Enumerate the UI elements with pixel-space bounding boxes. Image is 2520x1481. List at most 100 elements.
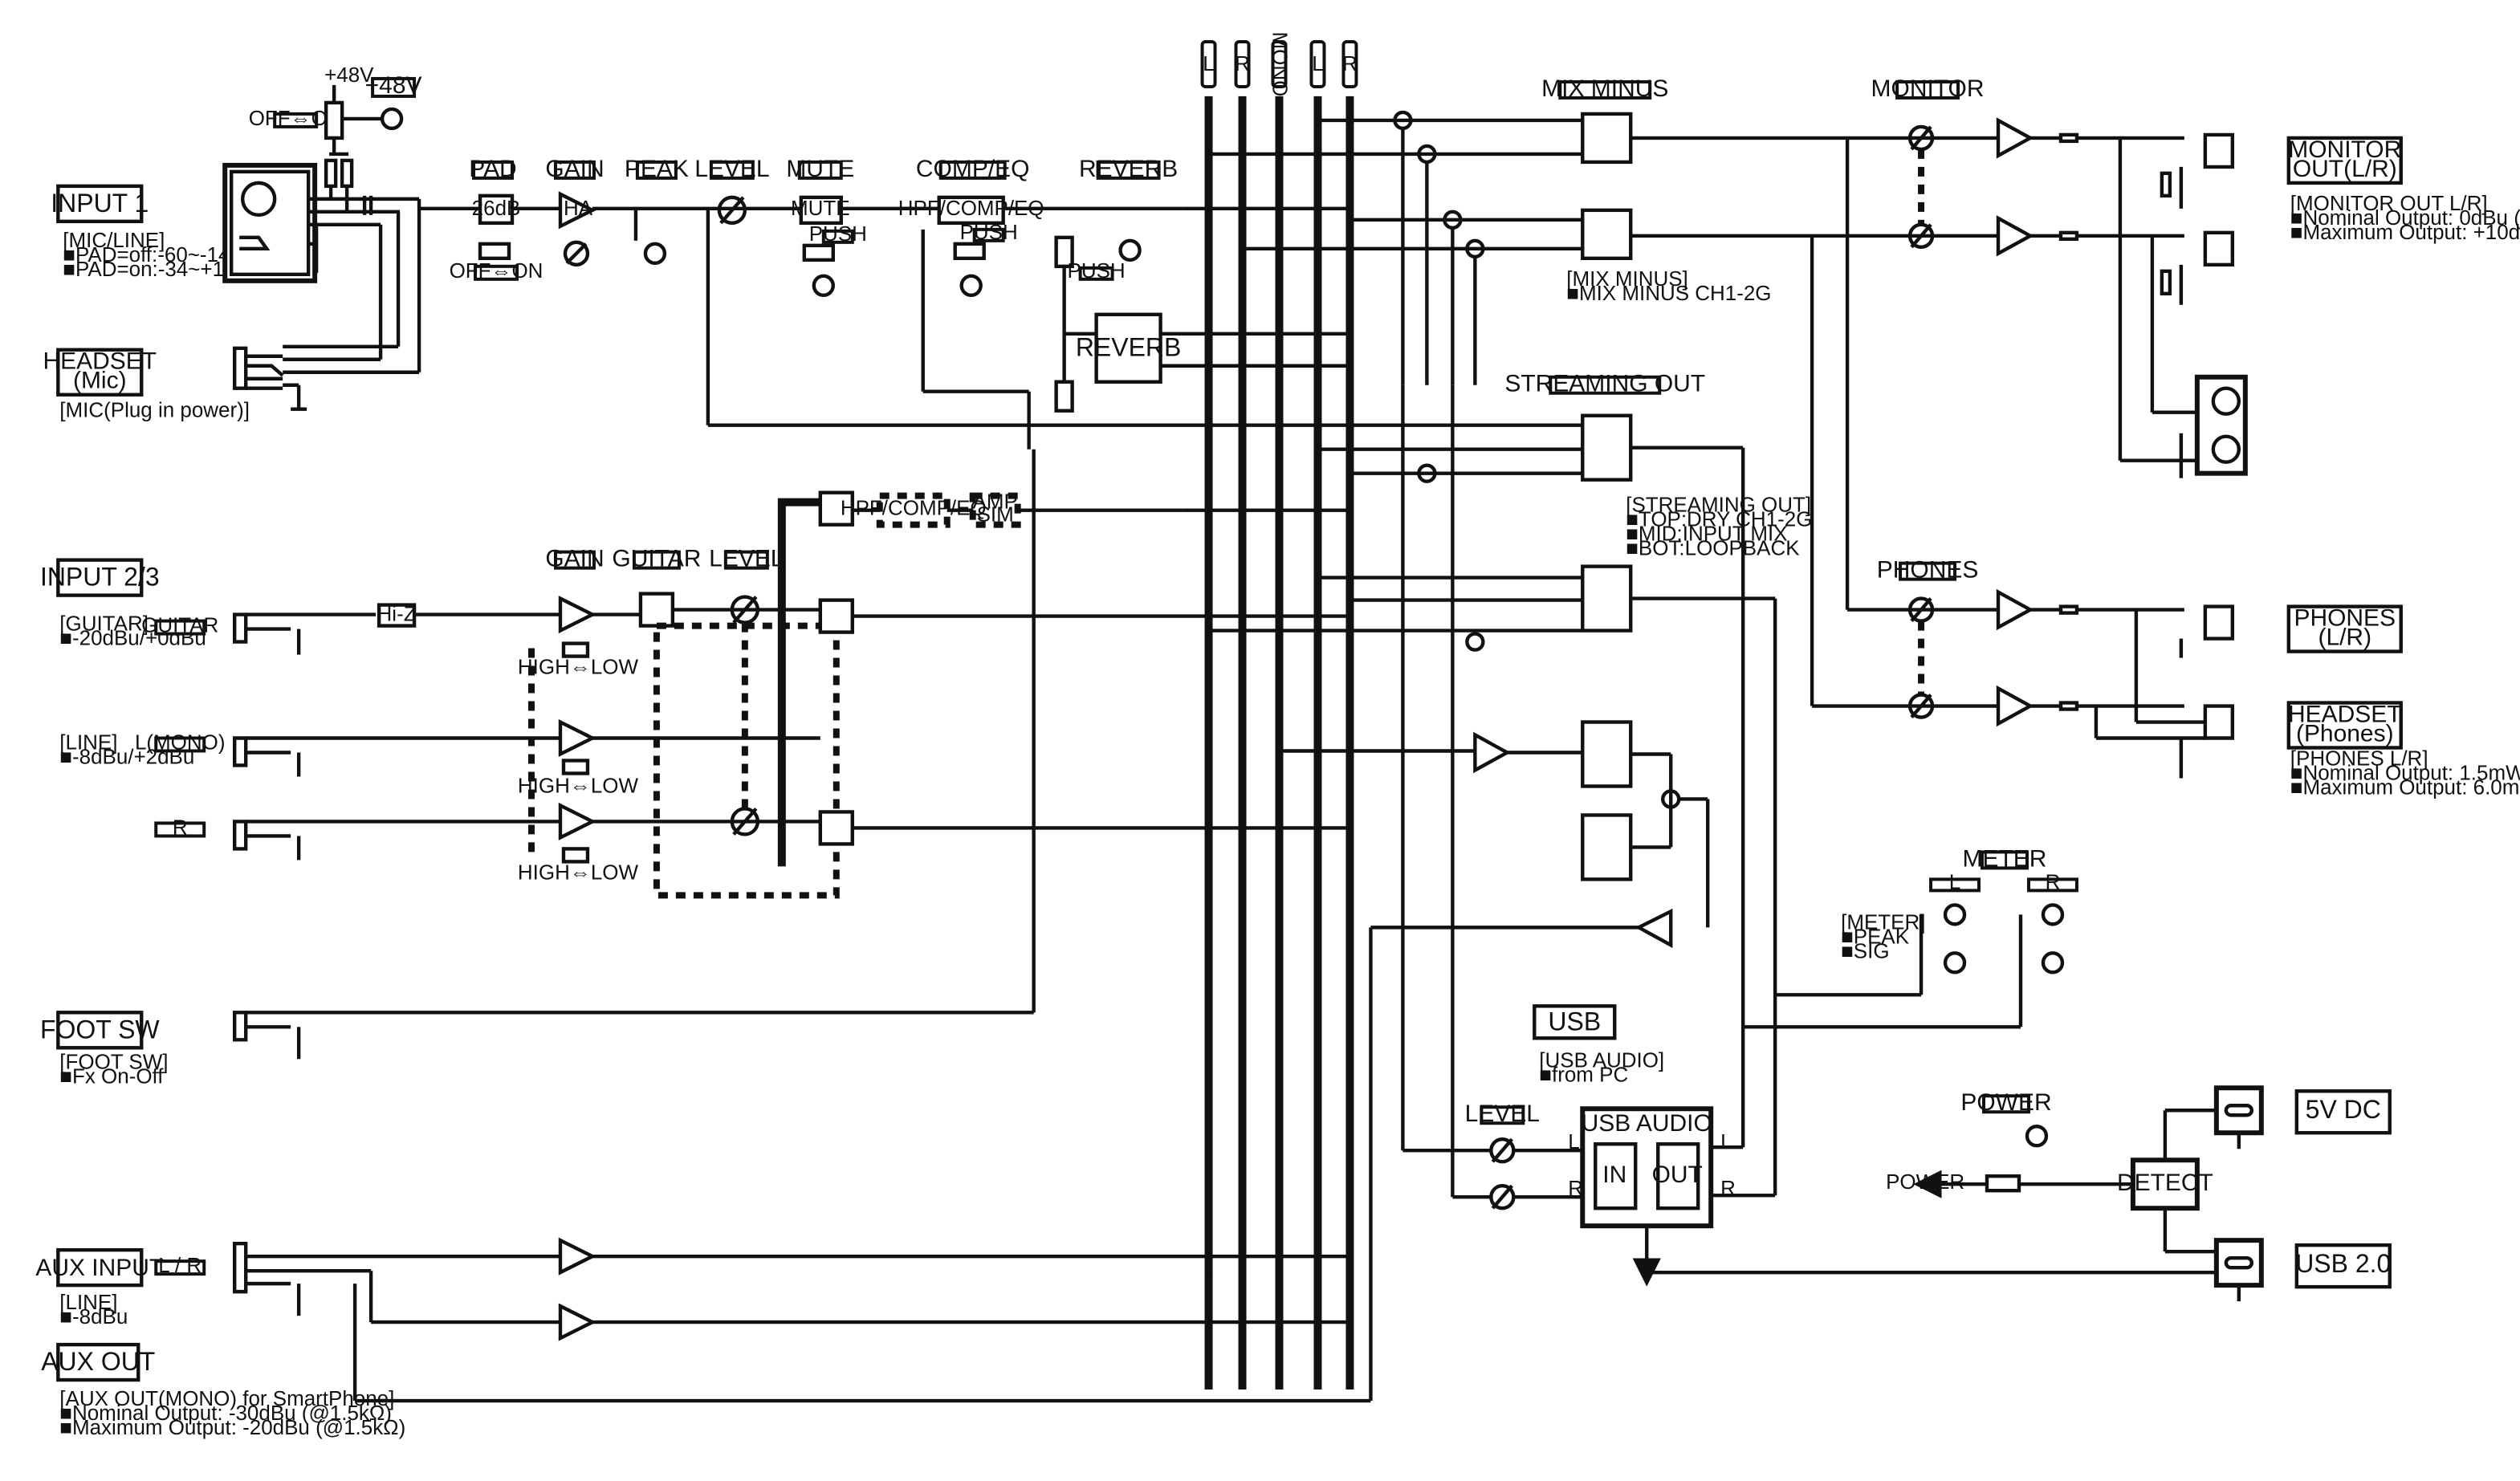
off-on-label-2: OFF⇔ON: [450, 258, 543, 283]
streaming-note-2: ■MID:INPUT MIX: [1626, 522, 1787, 546]
usb-label: USB: [1548, 1007, 1601, 1035]
bus-label-2: R: [1235, 51, 1250, 75]
aux-out-note-0: [AUX OUT(MONO) for SmartPhone]: [59, 1386, 394, 1410]
meter-r-label: R: [2046, 869, 2061, 893]
usb-in-label: IN: [1602, 1162, 1626, 1188]
level-label-ch23: LEVEL: [709, 546, 784, 572]
push-label-2: PUSH: [960, 220, 1018, 244]
aux-input-note-1: ■-8dBu: [59, 1304, 128, 1328]
push-label-3: PUSH: [1068, 258, 1126, 283]
bus-label-4: L: [1312, 51, 1323, 75]
aux-input-label: AUX INPUT: [35, 1255, 164, 1281]
mix-minus-label: MIX MINUS: [1541, 75, 1668, 102]
monitor-note-0: [MONITOR OUT L/R]: [2290, 191, 2488, 215]
phones-note-0: [PHONES L/R]: [2290, 746, 2428, 770]
phantom-48v-label: +48V: [365, 72, 422, 99]
foot-sw-note-1: ■Fx On-Off: [59, 1064, 164, 1088]
phones-label: PHONES: [1877, 557, 1979, 584]
mix-minus-note-1: ■MIX MINUS CH1-2G: [1566, 281, 1771, 305]
usb-audio-note-0: [USB AUDIO]: [1539, 1048, 1664, 1072]
line-r-jack: R: [154, 815, 560, 861]
bus-label-1: L: [1203, 51, 1214, 75]
input23-chain: GAIN HIGH⇔LOW HIGH⇔LOW HIGH⇔LOW GUITAR L…: [518, 490, 1350, 899]
input1-label-box: [56, 184, 144, 224]
meter-block: METER L R [METER] ■PEAK ■SIG: [1743, 845, 2078, 1029]
r-tag: R: [173, 815, 188, 839]
headset-mic-jack: [232, 198, 421, 411]
phantom-48v-small: +48V: [324, 63, 374, 87]
gain-label-ch1: GAIN: [545, 156, 604, 182]
mix-minus-note-0: [MIX MINUS]: [1566, 266, 1688, 291]
usb-in-l: L: [1568, 1129, 1579, 1153]
foot-sw-section: FOOT SW [FOOT SW] ■Fx On-Off: [40, 1011, 168, 1088]
meter-note-0: [METER]: [1841, 909, 1925, 934]
xlr-combo-jack: [222, 162, 420, 283]
peak-label: PEAK: [625, 156, 689, 182]
reverb-box-text: REVERB: [1076, 333, 1181, 362]
dc5v-label: 5V DC: [2306, 1095, 2381, 1124]
meter-l-label: L: [1949, 869, 1960, 893]
streaming-note-0: [STREAMING OUT]: [1626, 493, 1811, 517]
streaming-out-block: STREAMING OUT [STREAMING OUT] ■TOP:DRY C…: [1208, 371, 1812, 1196]
usb-audio-block: USB [USB AUDIO] ■from PC LEVEL USB AUDIO…: [1401, 384, 2217, 1287]
bus-label-5: R: [1342, 51, 1358, 75]
power-out-text: POWER: [1886, 1170, 1964, 1194]
channel1-chain: PAD 26dB OFF⇔ON GAIN HA PEAK LEVEL MUTE …: [419, 156, 1583, 450]
headset-mic-label-0: HEADSET: [43, 348, 157, 375]
amp-sim-1: SIM: [977, 502, 1014, 527]
phones-note-2: ■Maximum Output: 6.0mW (@40Ω): [2290, 775, 2520, 799]
streaming-out-label: STREAMING OUT: [1504, 371, 1705, 397]
meter-label: METER: [1963, 845, 2047, 872]
meter-note-1: ■PEAK: [1841, 924, 1910, 948]
headset-mic-label-1: (Mic): [73, 368, 127, 394]
level-label-ch1: LEVEL: [694, 156, 769, 182]
usb-out-l: L: [1720, 1129, 1732, 1153]
mute-label: MUTE: [786, 156, 854, 182]
mix-minus-block: MIX MINUS [MIX MINUS] ■MIX MINUS CH1-2G: [1208, 75, 1848, 385]
phones-out-label-1: (L/R): [2318, 625, 2371, 651]
streaming-note-1: ■TOP:DRY CH1-2G: [1626, 507, 1812, 531]
high-low-label-3: HIGH⇔LOW: [518, 860, 639, 884]
high-low-label-1: HIGH⇔LOW: [518, 655, 639, 679]
monitor-out-label-0: MONITOR: [2288, 136, 2401, 163]
phones-note-1: ■Nominal Output: 1.5mW (@40Ω): [2290, 760, 2520, 784]
bus-label-3: MONO: [1268, 32, 1292, 97]
usb-audio-note-1: ■from PC: [1539, 1062, 1628, 1086]
aux-jack: L / R: [154, 926, 1639, 1403]
reverb-label: REVERB: [1079, 156, 1178, 182]
monitor-note-1: ■Nominal Output: 0dBu (@10kΩ): [2290, 205, 2520, 230]
gain-label-ch23: GAIN: [545, 546, 604, 572]
phantom-power-circuit: +48V +48V OFF⇔ON: [249, 63, 422, 215]
mute-box-text: MUTE: [791, 196, 850, 220]
streaming-note-3: ■BOT:LOOPBACK: [1626, 536, 1800, 560]
power-label: POWER: [1960, 1089, 2051, 1116]
guitar-label: GUITAR: [612, 546, 701, 572]
level-label-usb: LEVEL: [1465, 1101, 1540, 1127]
comp-eq-label: COMP/EQ: [916, 156, 1030, 182]
ha-label: HA: [564, 196, 593, 220]
high-low-label-2: HIGH⇔LOW: [518, 773, 639, 797]
phones-out-label-0: PHONES: [2294, 605, 2396, 632]
aux-input-section: AUX INPUT [LINE] ■-8dBu: [35, 1247, 164, 1328]
foot-sw-note-0: [FOOT SW]: [59, 1049, 168, 1073]
usb-audio-title: USB AUDIO: [1582, 1110, 1712, 1137]
guitar-jack: GUITAR Hi-Z: [141, 602, 560, 655]
usb20-label: USB 2.0: [2295, 1249, 2391, 1278]
aux-out-note-2: ■Maximum Output: -20dBu (@1.5kΩ): [59, 1415, 405, 1439]
monitor-label: MONITOR: [1871, 75, 1985, 102]
monitor-note-2: ■Maximum Output: +10dBu (@10kΩ): [2290, 220, 2520, 244]
headset-phones-label-0: HEADSET: [2288, 702, 2402, 728]
foot-sw-jack: [232, 449, 1036, 1060]
l-mono-tag: L(MONO): [135, 730, 226, 754]
guitar-note-0: [GUITAR]: [59, 612, 149, 636]
push-label-1: PUSH: [809, 222, 867, 246]
usb-out-label: OUT: [1652, 1162, 1703, 1188]
hpf-comp-eq-2: HPF/COMP/EQ: [841, 496, 987, 520]
monitor-out-chain: MONITOR MONITOR OUT(L/R) [MONITOR OUT L/…: [1847, 75, 2520, 478]
headset-phones-label-1: (Phones): [2296, 720, 2394, 747]
headset-mic-section: HEADSET (Mic) [MIC(Plug in power)]: [43, 348, 250, 422]
phones-out-chain: PHONES PHONES (L/R) HEADSET (Phones) [PH…: [1810, 137, 2520, 799]
input23-section: INPUT 2/3 [GUITAR] ■-20dBu/+0dBu [LINE] …: [40, 558, 206, 768]
meter-note-2: ■SIG: [1841, 938, 1889, 962]
